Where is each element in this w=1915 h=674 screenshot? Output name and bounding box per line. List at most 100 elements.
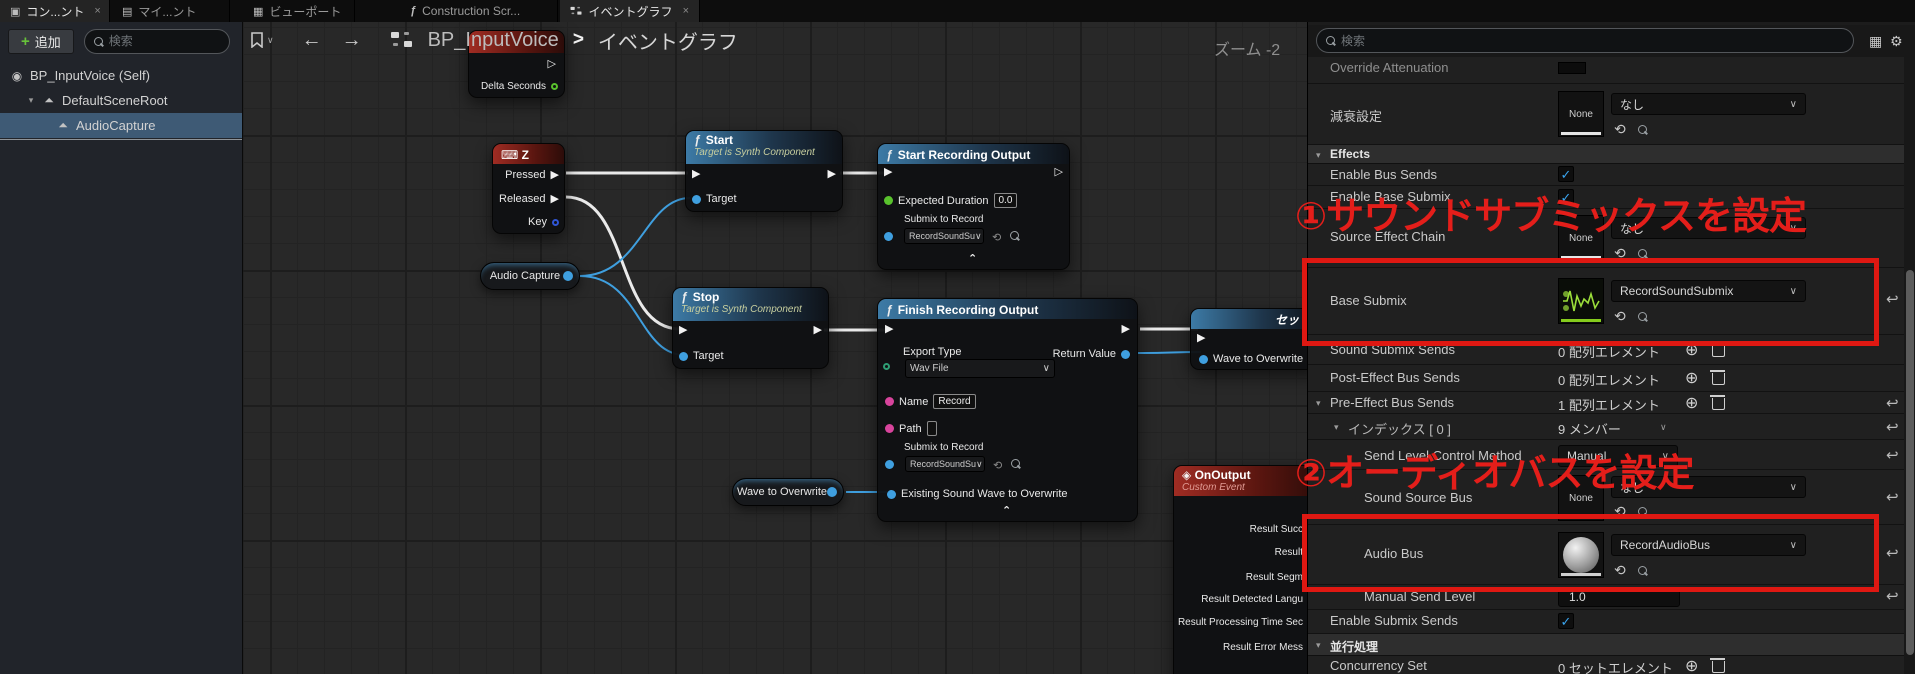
tree-expand-caret[interactable]: ▾ <box>28 95 34 105</box>
use-selected-icon[interactable]: ⟲ <box>993 460 1003 472</box>
tab-my-blueprint[interactable]: ▤ マイ...ント <box>112 0 230 22</box>
add-element-icon[interactable]: ⊕ <box>1685 342 1699 359</box>
browse-asset-icon[interactable] <box>1010 231 1019 240</box>
send-level-method-dropdown[interactable]: Manual∨ <box>1558 445 1678 467</box>
enable-submix-sends-checkbox[interactable]: ✓ <box>1558 613 1574 629</box>
target-pin[interactable]: Target <box>692 193 737 205</box>
reset-to-default-icon[interactable]: ↩ <box>1886 489 1899 506</box>
enable-bus-sends-checkbox[interactable]: ✓ <box>1558 166 1574 182</box>
tree-item-self[interactable]: ◉ BP_InputVoice (Self) <box>0 63 242 88</box>
clear-array-icon[interactable] <box>1710 395 1725 410</box>
key-z-event-node[interactable]: ⌨ Z Pressed▶ Released▶ Key <box>492 143 565 234</box>
settings-gear-icon[interactable]: ⚙ <box>1890 33 1903 49</box>
use-selected-icon[interactable]: ⟲ <box>992 232 1002 244</box>
tab-event-graph[interactable]: イベントグラフ × <box>560 0 700 22</box>
tab-construction-script[interactable]: ƒ Construction Scr... <box>400 0 558 22</box>
key-pin[interactable]: Key <box>528 216 559 228</box>
bookmarks-button[interactable]: ∨ <box>250 32 274 48</box>
add-element-icon[interactable]: ⊕ <box>1685 370 1699 387</box>
audio-bus-dropdown[interactable]: RecordAudioBus∨ <box>1611 534 1806 556</box>
tab-viewport[interactable]: ▦ ビューポート <box>243 0 355 22</box>
exec-out-pin[interactable]: ▶ <box>813 324 822 336</box>
name-pin[interactable]: Name Record <box>885 394 976 409</box>
tab-components[interactable]: ▣ コン...ント × <box>0 0 110 22</box>
chevron-down-icon[interactable]: ∨ <box>1660 422 1667 432</box>
browse-asset-icon[interactable] <box>1637 312 1647 321</box>
reset-to-default-icon[interactable]: ↩ <box>1886 545 1899 562</box>
scrollbar-thumb[interactable] <box>1906 270 1914 655</box>
exec-in-pin[interactable]: ▶ <box>1197 332 1206 344</box>
exec-out-pin[interactable]: ▷ <box>547 58 556 70</box>
use-selected-icon[interactable]: ⟲ <box>1614 562 1626 578</box>
clear-set-icon[interactable] <box>1710 658 1725 673</box>
exec-out-pin[interactable]: ▶ <box>827 168 836 180</box>
close-icon[interactable]: × <box>94 5 101 17</box>
exec-in-pin[interactable]: ▶ <box>885 323 894 335</box>
base-submix-dropdown[interactable]: RecordSoundSubmix∨ <box>1611 280 1806 302</box>
set-node[interactable]: セット ▶ Wave to Overwrite <box>1190 308 1320 370</box>
submix-asset-dropdown[interactable]: RecordSoundSu∨ <box>905 456 985 472</box>
display-filter-icon[interactable]: ▦ <box>1869 33 1883 49</box>
audio-capture-variable-node[interactable]: Audio Capture <box>480 262 580 290</box>
use-selected-icon[interactable]: ⟲ <box>1614 121 1626 137</box>
target-pin[interactable]: Target <box>679 350 724 362</box>
forward-arrow-button[interactable]: → <box>341 28 362 51</box>
existing-sound-wave-pin[interactable]: Existing Sound Wave to Overwrite <box>887 488 1068 500</box>
details-search-input[interactable] <box>1341 33 1844 48</box>
browse-asset-icon[interactable] <box>1637 566 1647 575</box>
tree-item-default-scene-root[interactable]: ▾ ⏶ DefaultSceneRoot <box>0 88 242 113</box>
reset-to-default-icon[interactable]: ↩ <box>1886 419 1899 436</box>
exec-in-pin[interactable]: ▶ <box>884 166 893 178</box>
add-element-icon[interactable]: ⊕ <box>1685 395 1699 412</box>
reset-to-default-icon[interactable]: ↩ <box>1886 291 1899 308</box>
released-pin[interactable]: Released▶ <box>499 192 559 205</box>
attenuation-asset-dropdown[interactable]: なし∨ <box>1611 93 1806 115</box>
wave-to-overwrite-out-pin[interactable] <box>827 487 837 497</box>
exec-out-pin[interactable]: ▷ <box>1054 166 1063 178</box>
details-search-box[interactable] <box>1316 28 1854 53</box>
audio-capture-out-pin[interactable] <box>563 271 573 281</box>
breadcrumb-current[interactable]: イベントグラフ <box>597 31 738 54</box>
base-submix-thumbnail[interactable] <box>1558 278 1604 324</box>
add-component-button[interactable]: + 追加 <box>8 28 74 54</box>
sound-source-bus-dropdown[interactable]: なし∨ <box>1611 476 1806 498</box>
section-effects[interactable]: ▾ Effects <box>1308 145 1904 164</box>
override-attenuation-checkbox[interactable] <box>1558 62 1586 74</box>
submix-asset-dropdown[interactable]: RecordSoundSu∨ <box>904 228 984 244</box>
result-segm-pin[interactable]: Result Segm <box>1245 572 1303 583</box>
enable-base-submix-checkbox[interactable]: ✓ <box>1558 189 1574 205</box>
audio-bus-thumbnail[interactable] <box>1558 532 1604 578</box>
reset-to-default-icon[interactable]: ↩ <box>1886 447 1899 464</box>
return-value-pin[interactable]: Return Value <box>1053 348 1130 360</box>
export-type-dropdown[interactable]: Wav File∨ <box>905 359 1055 378</box>
exec-in-pin[interactable]: ▶ <box>679 324 688 336</box>
event-tick-node-partial[interactable]: ▷ Delta Seconds <box>468 30 565 98</box>
use-selected-icon[interactable]: ⟲ <box>1614 308 1626 324</box>
tree-item-audio-capture[interactable]: ⏶ AudioCapture <box>0 113 242 138</box>
exec-in-pin[interactable]: ▶ <box>692 168 701 180</box>
chevron-down-icon[interactable]: ▾ <box>1334 422 1339 432</box>
close-icon[interactable]: × <box>682 5 689 17</box>
details-scrollbar[interactable] <box>1904 25 1915 674</box>
result-detected-lang-pin[interactable]: Result Detected Langu <box>1201 594 1303 605</box>
result-succ-pin[interactable]: Result Succ <box>1249 524 1303 535</box>
back-arrow-button[interactable]: ← <box>301 28 322 51</box>
pressed-pin[interactable]: Pressed▶ <box>505 168 559 181</box>
expected-duration-pin[interactable]: Expected Duration 0.0 <box>884 193 1018 208</box>
collapse-node-button[interactable]: ⌃ <box>1002 505 1012 517</box>
wave-to-overwrite-variable-node[interactable]: Wave to Overwrite <box>732 478 844 506</box>
attenuation-none-thumbnail[interactable]: None <box>1558 91 1604 137</box>
reset-to-default-icon[interactable]: ↩ <box>1886 588 1899 605</box>
use-selected-icon[interactable]: ⟲ <box>1614 503 1626 519</box>
exec-out-pin[interactable]: ▶ <box>1121 323 1130 335</box>
submix-to-record-pin[interactable] <box>885 460 894 469</box>
component-search-input[interactable] <box>108 34 220 48</box>
result-processing-time-pin[interactable]: Result Processing Time Sec <box>1177 617 1303 628</box>
export-type-pin[interactable] <box>883 363 890 370</box>
chevron-down-icon[interactable]: ▾ <box>1316 398 1321 408</box>
collapse-node-button[interactable]: ⌃ <box>968 253 978 265</box>
source-effect-dropdown[interactable]: なし∨ <box>1611 217 1806 239</box>
path-input[interactable] <box>926 421 937 436</box>
